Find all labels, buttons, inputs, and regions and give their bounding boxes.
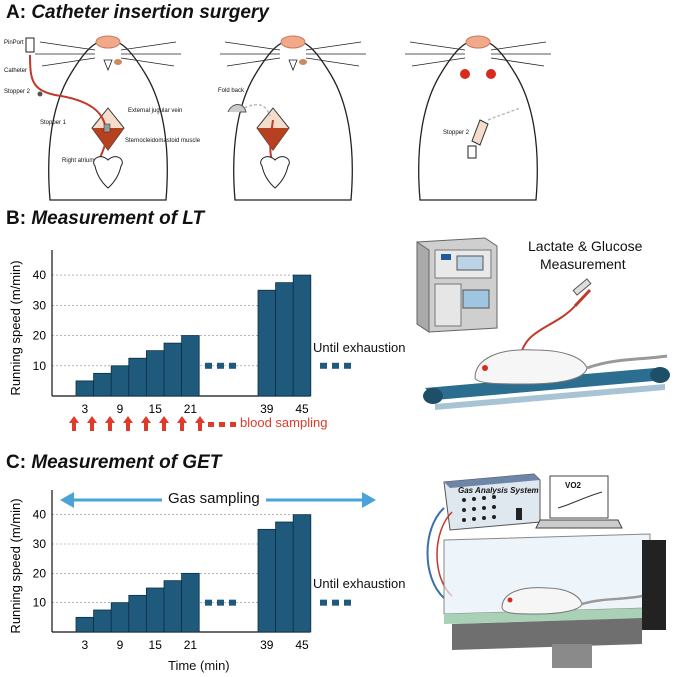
bar bbox=[145, 350, 165, 397]
red-arrow-icon bbox=[87, 416, 97, 431]
vo2-label: VO2 bbox=[565, 481, 582, 490]
bar bbox=[275, 521, 294, 633]
panel-b-title: B: Measurement of LT bbox=[6, 208, 205, 229]
y-tick-label: 40 bbox=[33, 508, 47, 522]
lactate-setup-illustration bbox=[416, 237, 670, 410]
label-right-atrium: Right atrium bbox=[62, 158, 95, 164]
y-axis-label: Running speed (m/min) bbox=[8, 498, 23, 633]
blood-sampling-arrows bbox=[69, 416, 236, 431]
bar bbox=[93, 609, 112, 633]
label-stopper2-left: Stopper 2 bbox=[4, 89, 31, 95]
label-stopper1: Stopper 1 bbox=[40, 120, 67, 126]
gas-setup-illustration bbox=[426, 473, 666, 668]
bar bbox=[181, 572, 200, 633]
panel-c-title: C: Measurement of GET bbox=[6, 452, 222, 473]
x-tick-label: 9 bbox=[117, 402, 124, 416]
y-tick-label: 30 bbox=[33, 298, 47, 312]
continuation-dash bbox=[332, 362, 339, 369]
bar bbox=[257, 528, 277, 633]
bar bbox=[93, 372, 112, 397]
x-tick-label: 21 bbox=[184, 638, 198, 652]
y-tick-label: 10 bbox=[33, 359, 47, 373]
x-tick-label: 45 bbox=[295, 402, 309, 416]
continuation-dash bbox=[332, 599, 339, 606]
red-arrow-icon bbox=[177, 416, 187, 431]
mouse-dorsal-right bbox=[405, 35, 551, 201]
analyzer-machine bbox=[416, 237, 498, 333]
red-arrow-icon bbox=[105, 416, 115, 431]
continuation-dash bbox=[344, 362, 351, 369]
y-tick-label: 20 bbox=[33, 329, 47, 343]
until-exhaustion-c: Until exhaustion bbox=[313, 576, 406, 591]
gap-dash bbox=[217, 362, 224, 369]
red-arrow-icon bbox=[159, 416, 169, 431]
gas-analysis-system bbox=[443, 473, 541, 531]
panel-a-illustration bbox=[25, 35, 551, 201]
red-arrow-icon bbox=[195, 416, 205, 431]
label-external-jugular-vein: External jugular vein bbox=[128, 108, 183, 114]
x-axis-label: Time (min) bbox=[168, 658, 230, 673]
x-tick-label: 39 bbox=[260, 402, 274, 416]
gap-dash bbox=[205, 599, 212, 606]
bar bbox=[128, 357, 147, 397]
mouse-in-chamber bbox=[501, 587, 643, 615]
red-arrow-icon bbox=[141, 416, 151, 431]
bar bbox=[75, 616, 95, 633]
label-stopper2-right: Stopper 2 bbox=[443, 130, 470, 136]
gas-sampling-label: Gas sampling bbox=[162, 490, 266, 507]
x-tick-label: 39 bbox=[260, 638, 274, 652]
bar bbox=[181, 335, 200, 397]
bar bbox=[145, 587, 165, 633]
x-tick-label: 3 bbox=[81, 638, 88, 652]
gap-dash bbox=[229, 362, 236, 369]
bar bbox=[75, 380, 95, 397]
x-tick-label: 15 bbox=[149, 402, 163, 416]
mouse-ventral-left bbox=[25, 35, 181, 201]
mouse-ventral-middle bbox=[220, 35, 366, 201]
label-pinport: PinPort bbox=[4, 40, 24, 46]
bar bbox=[163, 580, 183, 633]
treadmill bbox=[423, 367, 670, 410]
y-tick-label: 30 bbox=[33, 537, 47, 551]
mouse-on-treadmill bbox=[474, 349, 668, 385]
bar bbox=[128, 594, 147, 633]
y-axis-label: Running speed (m/min) bbox=[8, 260, 23, 395]
bar bbox=[292, 514, 312, 633]
laptop bbox=[535, 475, 623, 529]
x-tick-label: 15 bbox=[149, 638, 163, 652]
gap-dash bbox=[205, 362, 212, 369]
bar bbox=[110, 602, 130, 633]
panel-a-title: A: Catheter insertion surgery bbox=[6, 2, 269, 23]
bar bbox=[163, 342, 183, 397]
continuation-dash bbox=[320, 599, 327, 606]
gap-dash bbox=[229, 599, 236, 606]
bar bbox=[110, 365, 130, 397]
y-tick-label: 40 bbox=[33, 268, 47, 282]
red-arrow-icon bbox=[123, 416, 133, 431]
x-tick-label: 3 bbox=[81, 402, 88, 416]
continuation-dash bbox=[320, 362, 327, 369]
lactate-line1: Lactate & Glucose bbox=[528, 238, 643, 254]
label-fold-back: Fold back bbox=[218, 88, 245, 94]
until-exhaustion-b: Until exhaustion bbox=[313, 340, 406, 355]
treadmill-chamber bbox=[443, 533, 666, 668]
y-tick-label: 20 bbox=[33, 566, 47, 580]
red-arrow-icon bbox=[69, 416, 79, 431]
gas-analysis-system-label: Gas Analysis System bbox=[458, 486, 539, 495]
gap-dash bbox=[217, 599, 224, 606]
x-tick-label: 9 bbox=[117, 638, 124, 652]
bar bbox=[257, 289, 277, 397]
bar bbox=[292, 274, 312, 397]
label-sternocleidomastoid: Sternocleidomastoid muscle bbox=[125, 138, 201, 144]
lactate-line2: Measurement bbox=[540, 256, 626, 272]
y-tick-label: 10 bbox=[33, 596, 47, 610]
x-tick-label: 21 bbox=[184, 402, 198, 416]
x-tick-label: 45 bbox=[295, 638, 309, 652]
bar bbox=[275, 282, 294, 397]
continuation-dash bbox=[344, 599, 351, 606]
blood-sampling-label: blood sampling bbox=[240, 415, 328, 430]
label-catheter: Catheter bbox=[4, 68, 28, 74]
